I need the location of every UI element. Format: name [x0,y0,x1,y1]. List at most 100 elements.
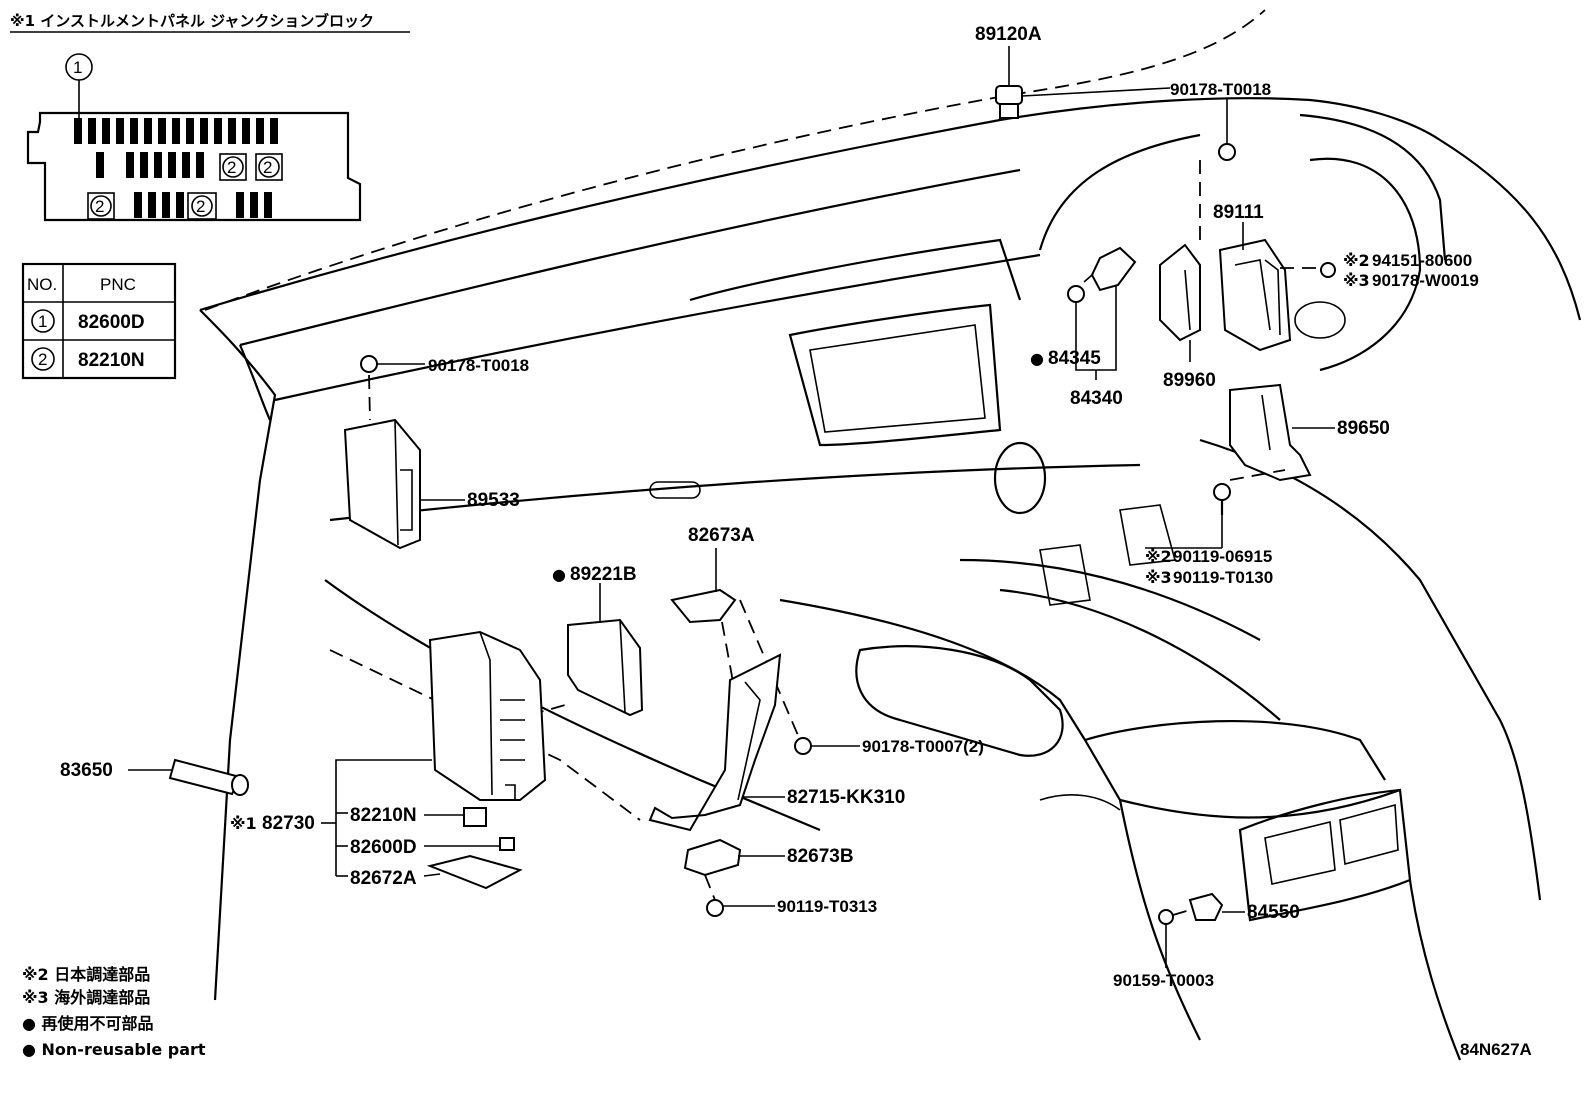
label-82672A: 82672A [350,868,417,889]
label-84550: 84550 [1247,902,1300,923]
shift-boot [1039,794,1121,811]
relay-marker-3 [90,195,112,217]
relay-marker-1 [222,156,244,178]
sensor-89120A [995,46,1023,119]
armrest-front [1084,739,1401,819]
fuse-82600D [499,837,515,851]
pnc-row-value-1: 82600D [78,312,145,333]
relay-marker-4 [191,195,213,217]
bullet-89221B: ● [552,565,566,584]
note-2-90119: ※2 [1145,547,1172,566]
label-82600D: 82600D [350,837,417,858]
pnc-header-no: NO. [27,275,57,294]
note-2-94151: ※2 [1343,251,1370,270]
label-89120A: 89120A [975,24,1042,45]
relay-marker-label-4: 2 [196,197,205,216]
hidden-edge [329,649,641,821]
bracket-82673A [670,548,737,624]
right-windshield [1439,139,1582,321]
fuse-block-outline [26,111,362,222]
relay-marker-label-2: 2 [263,158,272,177]
pedal [1039,544,1091,606]
label-83650: 83650 [60,760,113,781]
console-upper [779,598,1086,741]
label-82715-KK310: 82715-KK310 [787,787,905,808]
clip-84345 [1067,285,1085,303]
fuse-callout-number: 1 [73,58,82,77]
label-90119-06915: 90119-06915 [1173,547,1272,566]
note-1-82730: ※1 [230,814,257,833]
console-rear-edge [1408,879,1462,1061]
dash-hood [689,238,1022,302]
relay-marker-2 [258,156,280,178]
center-display-screen [809,324,986,433]
label-89650: 89650 [1337,418,1390,439]
round-vent [993,441,1047,515]
floor-tunnel [999,588,1281,721]
console-tray [855,645,1064,757]
console-side [1118,799,1201,1041]
pedal-2 [1119,504,1177,566]
side-vent [1294,301,1346,339]
illustration-id: 84N627A [1460,1040,1532,1059]
receiver-89111 [1218,238,1292,352]
a-pillar [199,309,277,1001]
dash-upper-surface [239,168,1021,347]
relay-89221B [567,583,644,717]
label-84345: 84345 [1048,348,1101,369]
junction-block-82730 [428,630,547,801]
label-89111: 89111 [1213,202,1264,223]
relay-box-3 [87,192,115,220]
fuse-block-inset: 1 2 2 2 [26,53,362,222]
label-82673A: 82673A [688,525,755,546]
label-94151-80600: 94151-80600 [1372,251,1472,270]
bracket-82715-KK310 [648,653,785,832]
switch-84340 [1067,246,1137,303]
diagram-title: ※1 インストルメントパネル ジャンクションブロック [10,12,374,30]
legend-non-reusable-en: ● Non-reusable part [22,1040,206,1059]
label-82673B: 82673B [787,846,854,867]
label-84340: 84340 [1070,388,1123,409]
cluster-hood [1038,133,1201,251]
dash-lower-edge [329,463,1141,522]
relay-box-2 [255,153,283,181]
rear-vent-left [1264,821,1336,885]
label-90119-T0313: 90119-T0313 [777,897,877,916]
legend-non-reusable-jp: ● 再使用不可部品 [22,1014,154,1033]
dashboard-illustration [199,9,1582,1061]
ecu-89533 [343,418,421,550]
dash-face-top [274,253,1041,402]
note-3-90178-W0019: ※3 [1343,271,1370,290]
pnc-table: NO. PNC 1 82600D 2 82210N [21,262,177,380]
door-trim [1199,438,1542,901]
label-89221B: 89221B [570,564,637,585]
bullet-84345: ● [1030,349,1044,368]
bolt-90119-06915 [1145,483,1231,549]
pnc-row-no-1: 1 [38,312,47,331]
label-89960: 89960 [1163,370,1216,391]
relay-marker-label-3: 2 [95,197,104,216]
pnc-row-no-2: 2 [38,350,47,369]
rear-vent-right [1339,803,1399,866]
windshield-line [204,9,1266,311]
nut-90178-T0018-left [360,355,378,373]
relay-box-1 [219,153,247,181]
pnc-row-circle-1 [31,309,55,333]
legend-overseas: ※3 海外調達部品 [22,988,150,1007]
fuse-row-2 [96,152,204,178]
label-90178-T0007: 90178-T0007(2) [862,737,984,756]
module-89650 [1229,383,1335,482]
center-display [788,303,1002,447]
armrest-top [1084,719,1386,781]
label-90159-T0003: 90159-T0003 [1113,971,1214,990]
dash-slot [649,481,701,499]
cover-82672A [426,854,523,890]
cylinder-83650 [128,758,249,796]
pnc-table-border [21,262,177,380]
label-90119-T0130: 90119-T0130 [1173,568,1273,587]
pnc-row-value-2: 82210N [78,350,145,371]
fuse-row-1 [74,118,278,144]
legend-domestic: ※2 日本調達部品 [22,965,150,984]
nut-90178-T0018-top [1218,143,1236,161]
